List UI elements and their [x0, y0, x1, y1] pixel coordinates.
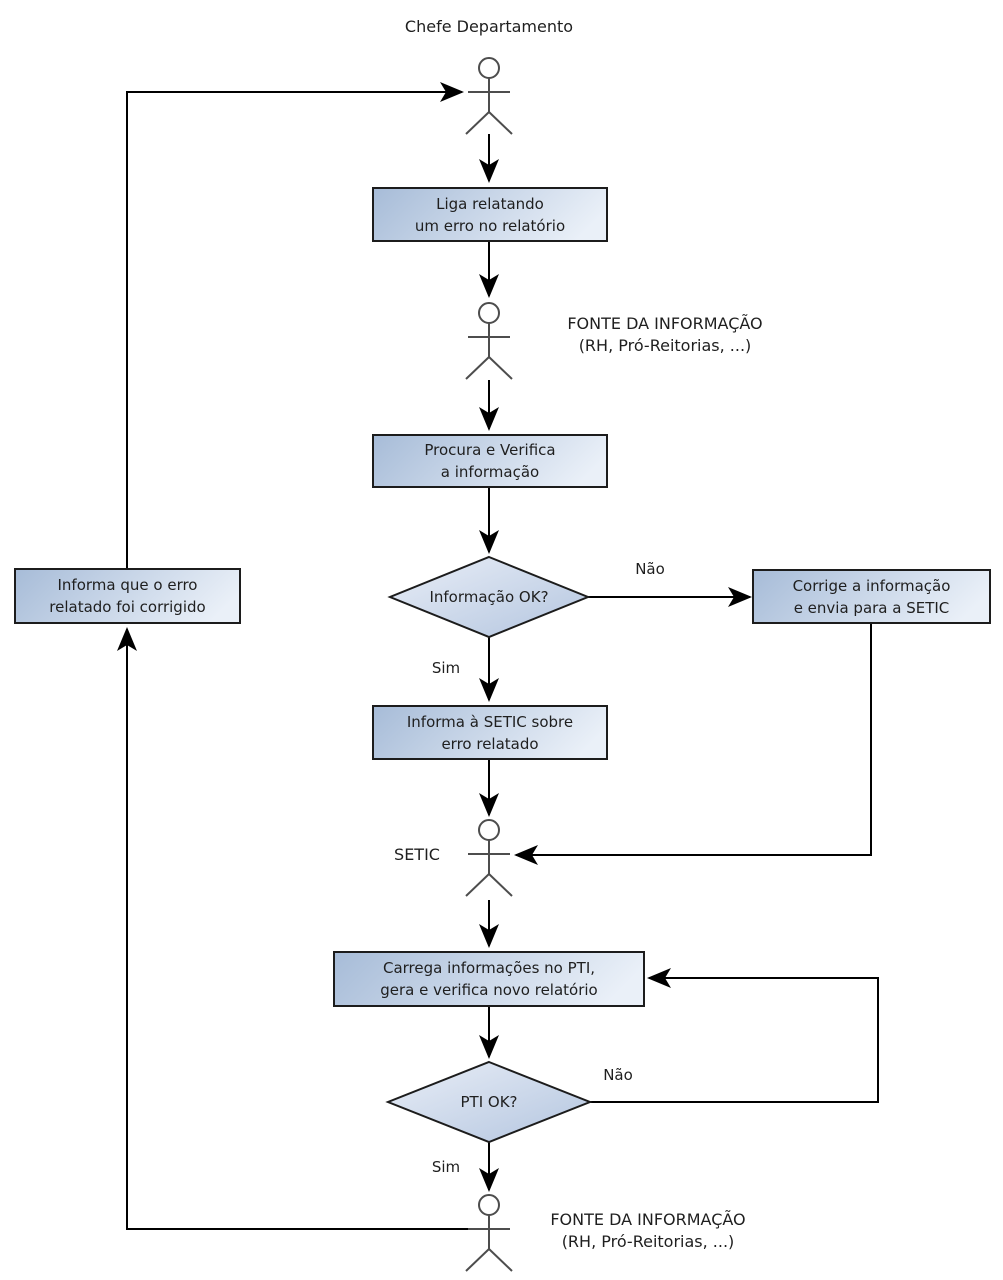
actor-fonte-informacao-2-label-line1: FONTE DA INFORMAÇÃO	[550, 1210, 746, 1229]
process-informa-setic-line1: Informa à SETIC sobre	[406, 712, 574, 731]
actor-fonte-informacao-2-label: FONTE DA INFORMAÇÃO (RH, Pró-Reitorias, …	[522, 1209, 774, 1253]
actor-setic-icon	[465, 819, 513, 897]
process-informa-setic-line2: erro relatado	[441, 734, 539, 753]
process-corrige-informacao-line1: Corrige a informação	[792, 576, 951, 595]
edge-informa-corrigido-to-chefe	[126, 82, 464, 568]
actor-fonte-informacao-1-icon	[465, 302, 513, 380]
process-liga-relatando: Liga relatando um erro no relatório	[372, 187, 608, 242]
actor-fonte-informacao-1-label: FONTE DA INFORMAÇÃO (RH, Pró-Reitorias, …	[539, 313, 791, 357]
actor-fonte-informacao-1-label-line1: FONTE DA INFORMAÇÃO	[567, 314, 763, 333]
actor-setic-label: SETIC	[394, 845, 440, 864]
process-liga-relatando-line1: Liga relatando	[436, 194, 544, 213]
process-procura-verifica-line1: Procura e Verifica	[424, 441, 556, 459]
decision-informacao-ok-label: Informação OK?	[429, 588, 549, 606]
process-procura-verifica-line2: a informação	[440, 463, 540, 481]
edge-label-nao-2: Não	[603, 1066, 633, 1084]
process-liga-relatando-line2: um erro no relatório	[414, 216, 566, 235]
process-informa-erro-corrigido-line1: Informa que o erro	[57, 576, 198, 594]
edge-corrige-to-setic	[514, 624, 872, 865]
actor-fonte-informacao-2-icon	[465, 1194, 513, 1272]
actor-fonte-informacao-1-label-line2: (RH, Pró-Reitorias, ...)	[578, 336, 752, 355]
process-informa-erro-corrigido-line2: relatado foi corrigido	[49, 598, 206, 616]
process-carrega-pti-line1: Carrega informações no PTI,	[382, 959, 596, 977]
process-carrega-pti-line2: gera e verifica novo relatório	[380, 981, 598, 999]
edge-label-sim-1: Sim	[431, 659, 461, 677]
process-corrige-informacao-line2: e envia para a SETIC	[793, 598, 950, 617]
actor-chefe-departamento-label: Chefe Departamento	[404, 17, 574, 36]
decision-pti-ok-shape	[385, 1060, 593, 1144]
process-informa-erro-corrigido: Informa que o erro relatado foi corrigid…	[14, 568, 241, 624]
actor-fonte-informacao-2-label-line2: (RH, Pró-Reitorias, ...)	[561, 1232, 735, 1251]
edge-label-nao-1: Não	[635, 560, 665, 578]
decision-pti-ok-label: PTI OK?	[460, 1093, 518, 1111]
edge-label-sim-2: Sim	[431, 1158, 461, 1176]
process-informa-setic: Informa à SETIC sobre erro relatado	[372, 705, 608, 760]
edge-decision2-nao-loop-to-carrega	[590, 968, 879, 1103]
actor-chefe-departamento-icon	[465, 57, 513, 135]
edge-fonte2-to-informa-corrigido	[117, 627, 468, 1230]
process-corrige-informacao: Corrige a informação e envia para a SETI…	[752, 569, 991, 624]
decision-informacao-ok-shape	[387, 555, 591, 639]
process-procura-verifica: Procura e Verifica a informação	[372, 434, 608, 488]
process-carrega-pti: Carrega informações no PTI, gera e verif…	[333, 951, 645, 1007]
